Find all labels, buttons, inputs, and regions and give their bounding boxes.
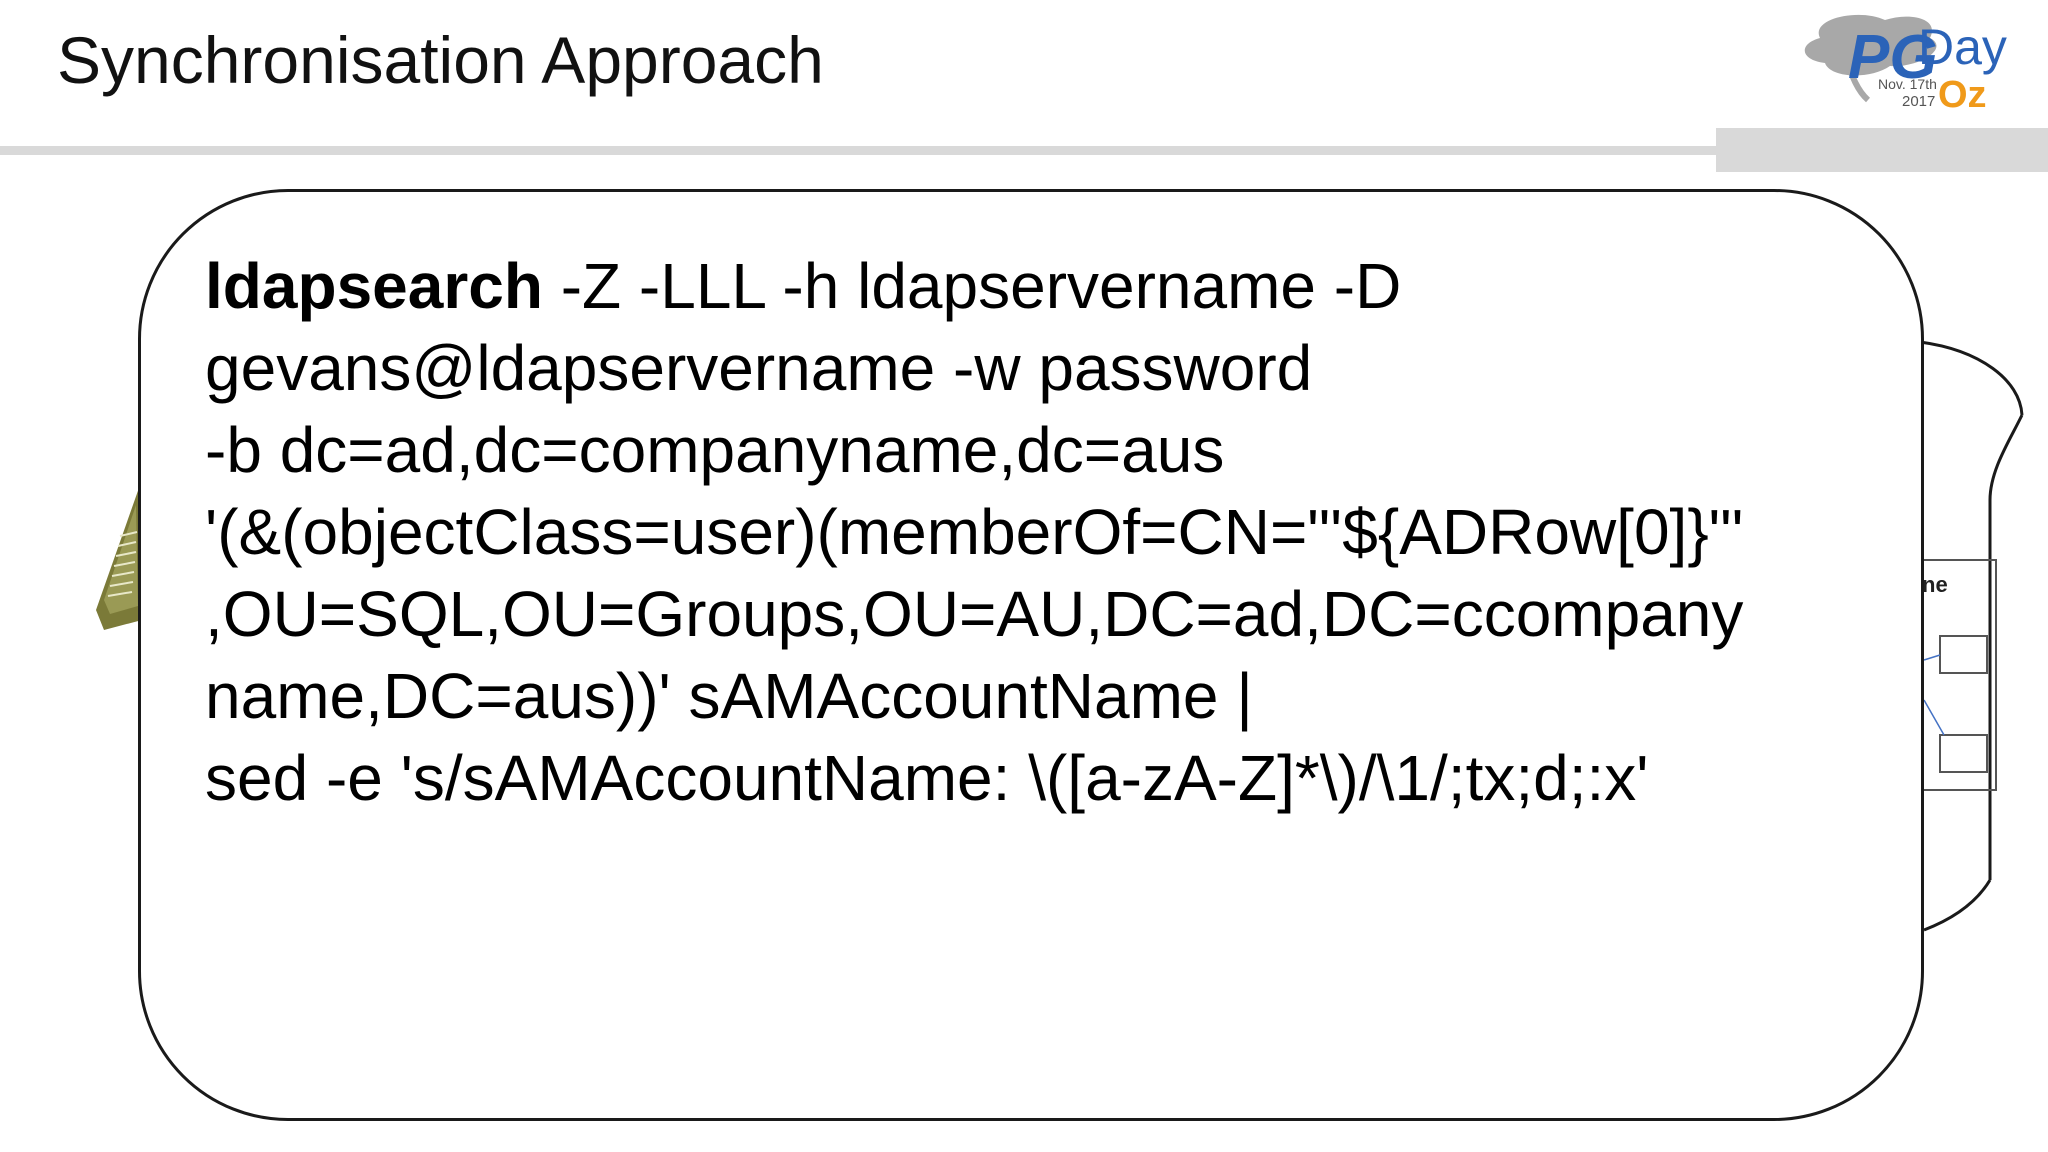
table-panel: [1923, 559, 1997, 791]
command-name: ldapsearch: [205, 250, 543, 322]
logo-year-text: 2017: [1902, 93, 1936, 110]
code-line: gevans@ldapservername -w password: [205, 332, 1313, 404]
background-label-fragment: ne: [1922, 572, 1948, 597]
ldapsearch-command: ldapsearch -Z -LLL -h ldapservername -D …: [205, 245, 1885, 819]
code-line: ldapsearch -Z -LLL -h ldapservername -D: [205, 245, 1885, 327]
logo-oz-text: Oz: [1938, 74, 1987, 116]
server-icon: [96, 485, 142, 630]
code-line: -b dc=ad,dc=companyname,dc=aus: [205, 414, 1225, 486]
code-line: sed -e 's/sAMAccountName: \([a-zA-Z]*\)/…: [205, 742, 1649, 814]
logo-blob-icon: [1804, 14, 1937, 103]
code-line: name,DC=aus))' sAMAccountName |: [205, 660, 1253, 732]
logo-day-text: Day: [1918, 19, 2007, 75]
code-line: ,OU=SQL,OU=Groups,OU=AU,DC=ad,DC=ccompan…: [205, 578, 1744, 650]
database-cylinder-icon: [1919, 340, 2024, 932]
logo-date-text: Nov. 17th: [1878, 76, 1937, 92]
logo-pg-text: PG: [1848, 23, 1938, 92]
header-rule-block: [1716, 128, 2048, 172]
table-box: [1939, 734, 1988, 773]
command-callout: [138, 189, 1924, 1121]
code-line: '(&(objectClass=user)(memberOf=CN="'${AD…: [205, 496, 1744, 568]
pgday-logo: PG Day Nov. 17th 2017 Oz: [1790, 8, 2030, 116]
slide-title: Synchronisation Approach: [57, 23, 824, 97]
command-arguments: -Z -LLL -h ldapservername -D: [542, 250, 1402, 322]
table-box: [1939, 635, 1988, 674]
header-rule: [0, 146, 2048, 155]
